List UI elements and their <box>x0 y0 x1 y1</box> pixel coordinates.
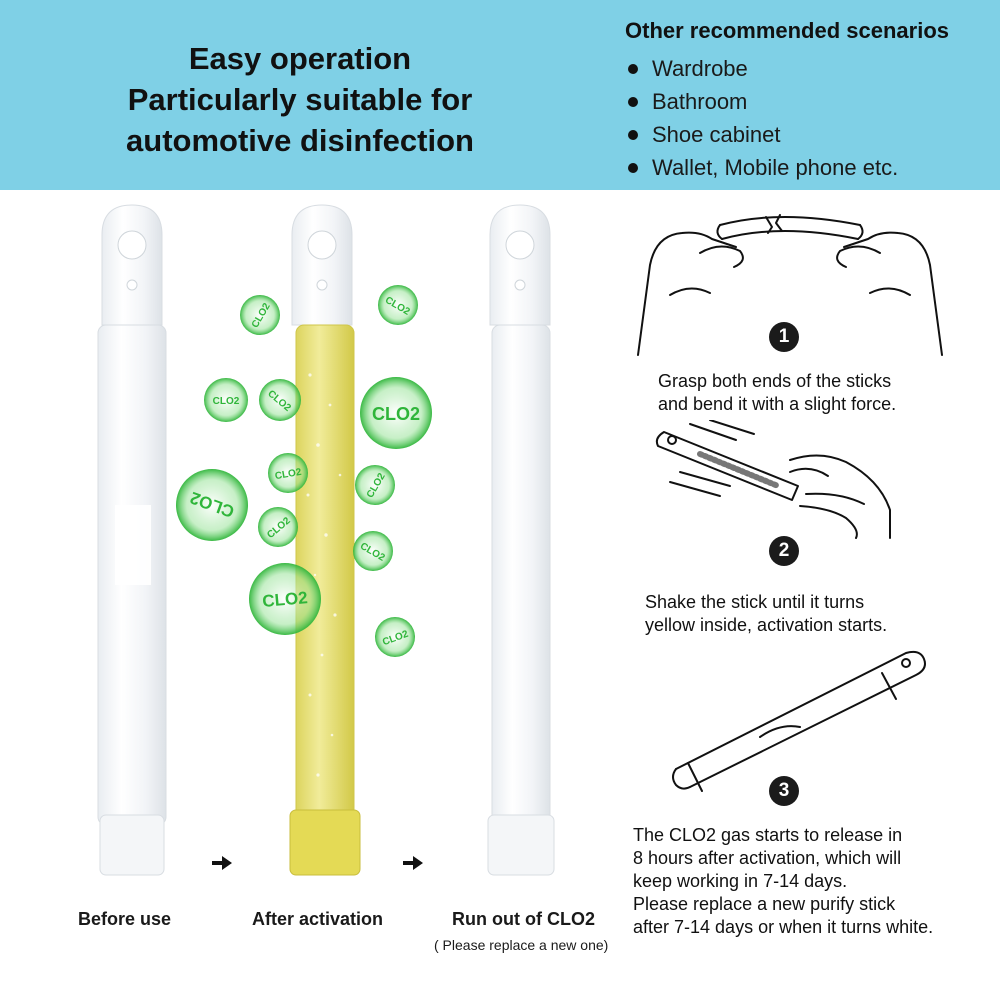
bullet-icon <box>628 63 638 74</box>
step-3-line: Please replace a new purify stick <box>633 894 896 914</box>
headline-line-3: automotive disinfection <box>126 123 474 158</box>
clo2-bubble: CLO2 <box>204 378 248 422</box>
caption-run-out: Run out of CLO2 <box>452 909 595 929</box>
step-3-line: after 7-14 days or when it turns white. <box>633 917 934 937</box>
scenario-item: Shoe cabinet <box>628 118 898 151</box>
clo2-bubble: CLO2 <box>258 507 298 547</box>
step-3-text: The CLO2 gas starts to release in 8 hour… <box>633 824 933 939</box>
step-2-text: Shake the stick until it turns yellow in… <box>645 591 887 637</box>
scenario-item: Bathroom <box>628 85 898 118</box>
bullet-icon <box>628 96 638 107</box>
step-1-badge: 1 <box>769 322 799 352</box>
clo2-bubble: CLO2 <box>176 469 248 541</box>
shake-stick-illustration <box>655 420 891 539</box>
clo2-bubble: CLO2 <box>378 285 418 325</box>
step-1-text: Grasp both ends of the sticks and bend i… <box>658 370 896 416</box>
clo2-bubble: CLO2 <box>353 531 393 571</box>
clo2-bubble: CLO2 <box>249 563 321 635</box>
clo2-bubble: CLO2 <box>268 453 308 493</box>
scenario-item: Wardrobe <box>628 52 898 85</box>
stick-after-activation <box>289 204 361 876</box>
step-2-line: yellow inside, activation starts. <box>645 615 888 635</box>
scenario-label: Shoe cabinet <box>652 122 781 147</box>
step-3-line: The CLO2 gas starts to release in <box>633 825 903 845</box>
scenario-item: Wallet, Mobile phone etc. <box>628 151 898 184</box>
bullet-icon <box>628 129 638 140</box>
svg-text:CLO2: CLO2 <box>262 588 309 611</box>
scenario-label: Bathroom <box>652 89 748 114</box>
scenario-label: Wardrobe <box>652 56 748 81</box>
arrow-icon <box>212 856 232 870</box>
step-3-badge: 3 <box>769 776 799 806</box>
scenario-label: Wallet, Mobile phone etc. <box>652 155 899 180</box>
stick-release-illustration <box>672 650 926 792</box>
scenarios-list: Wardrobe Bathroom Shoe cabinet Wallet, M… <box>628 52 898 184</box>
clo2-bubble: CLO2 <box>375 617 415 657</box>
clo2-bubble: CLO2 <box>259 379 301 421</box>
headline-line-2: Particularly suitable for <box>127 82 473 117</box>
step-1-line: Grasp both ends of the sticks <box>658 371 892 391</box>
headline: Easy operation Particularly suitable for… <box>60 38 540 161</box>
step-1-line: and bend it with a slight force. <box>658 394 897 414</box>
caption-replace-note: ( Please replace a new one) <box>434 937 609 953</box>
caption-after-activation: After activation <box>252 909 384 929</box>
stick-run-out <box>487 204 555 876</box>
svg-text:CLO2: CLO2 <box>372 404 420 424</box>
sticks-illustration: CLO2 CLO2 CLO2 CLO2 CLO2 CLO2 CLO2 CLO2 … <box>97 204 555 876</box>
step-2-line: Shake the stick until it turns <box>645 592 865 612</box>
clo2-bubble: CLO2 <box>355 465 395 505</box>
arrow-icon <box>403 856 423 870</box>
headline-line-1: Easy operation <box>188 41 412 76</box>
svg-text:CLO2: CLO2 <box>213 396 240 407</box>
clo2-bubble: CLO2 <box>360 377 432 449</box>
hands-bend-illustration <box>637 214 943 356</box>
clo2-bubbles: CLO2 CLO2 CLO2 CLO2 CLO2 CLO2 CLO2 CLO2 … <box>176 285 432 657</box>
scenarios-title: Other recommended scenarios <box>625 18 950 43</box>
top-banner: Easy operation Particularly suitable for… <box>0 0 1000 190</box>
step-3-line: keep working in 7-14 days. <box>633 871 848 891</box>
step-3-line: 8 hours after activation, which will <box>633 848 902 868</box>
clo2-bubble: CLO2 <box>240 295 280 335</box>
step-2-badge: 2 <box>769 536 799 566</box>
bullet-icon <box>628 162 638 173</box>
caption-before-use: Before use <box>78 909 172 929</box>
svg-text:CLO2: CLO2 <box>274 467 303 483</box>
stick-before-use <box>97 204 167 876</box>
